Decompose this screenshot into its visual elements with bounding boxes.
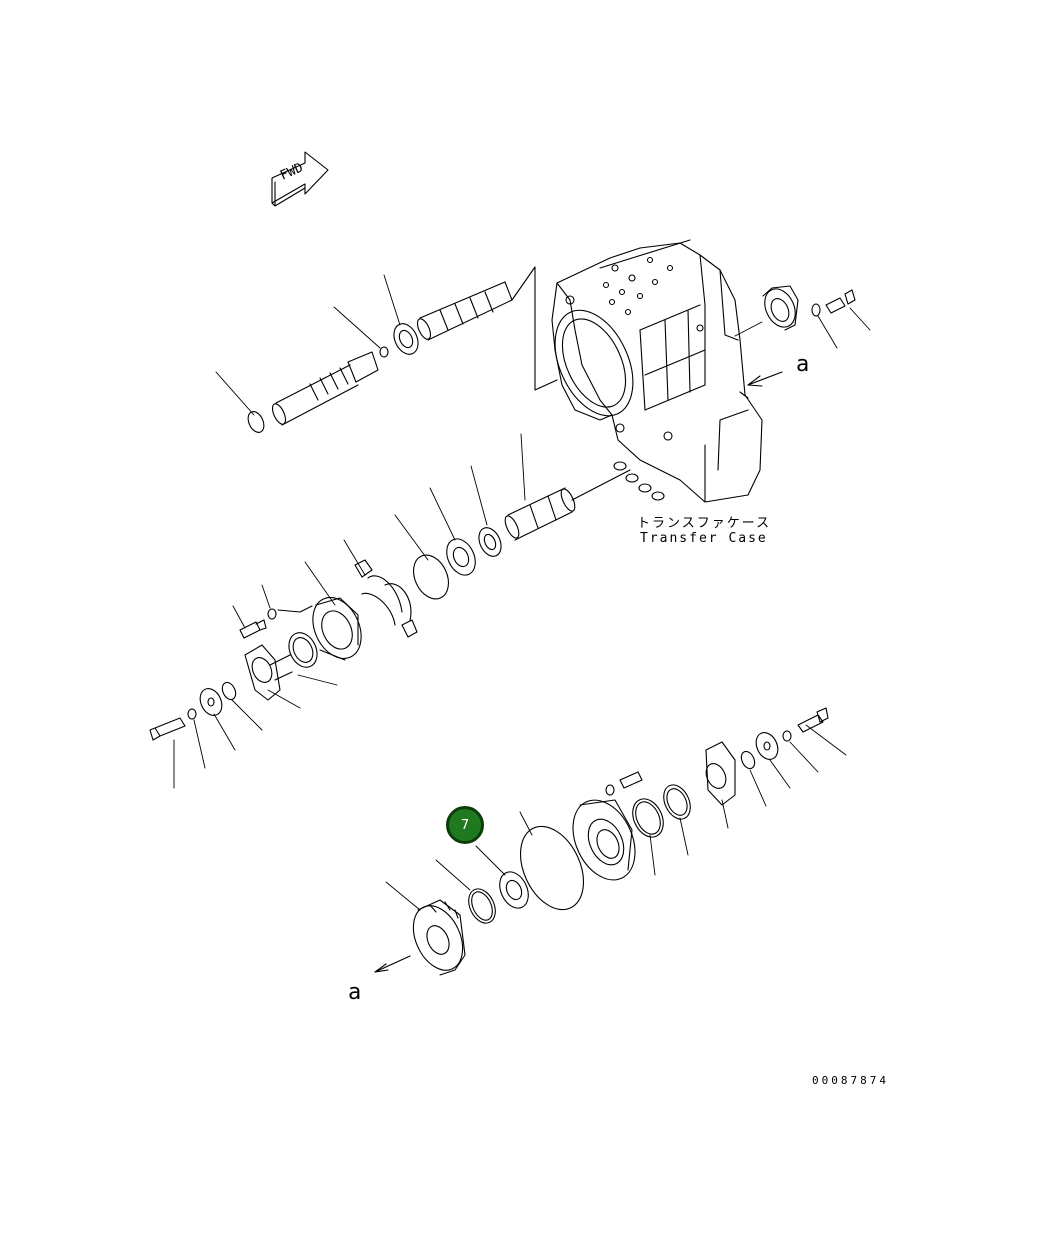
- fwd-arrow-icon: [271, 151, 329, 207]
- transfer-case-label-en: Transfer Case: [640, 531, 768, 546]
- drawing-number: 00087874: [812, 1074, 889, 1087]
- view-ref-arrow-top: [747, 371, 783, 387]
- upper-right-cover: [734, 285, 871, 349]
- view-ref-top: a: [796, 352, 810, 377]
- callout-number: 7: [460, 817, 470, 833]
- upper-shaft-assembly: [215, 266, 558, 433]
- transfer-case-housing: [551, 239, 763, 503]
- callout-badge-7[interactable]: 7: [446, 806, 484, 844]
- left-bolt-washer: [149, 681, 263, 789]
- lower-right-assembly: [572, 707, 847, 881]
- transfer-case-label-jp: トランスファケース: [637, 516, 772, 531]
- middle-shaft-assembly: [232, 433, 631, 709]
- view-ref-bottom: a: [348, 980, 362, 1005]
- lower-left-assembly: [374, 811, 585, 976]
